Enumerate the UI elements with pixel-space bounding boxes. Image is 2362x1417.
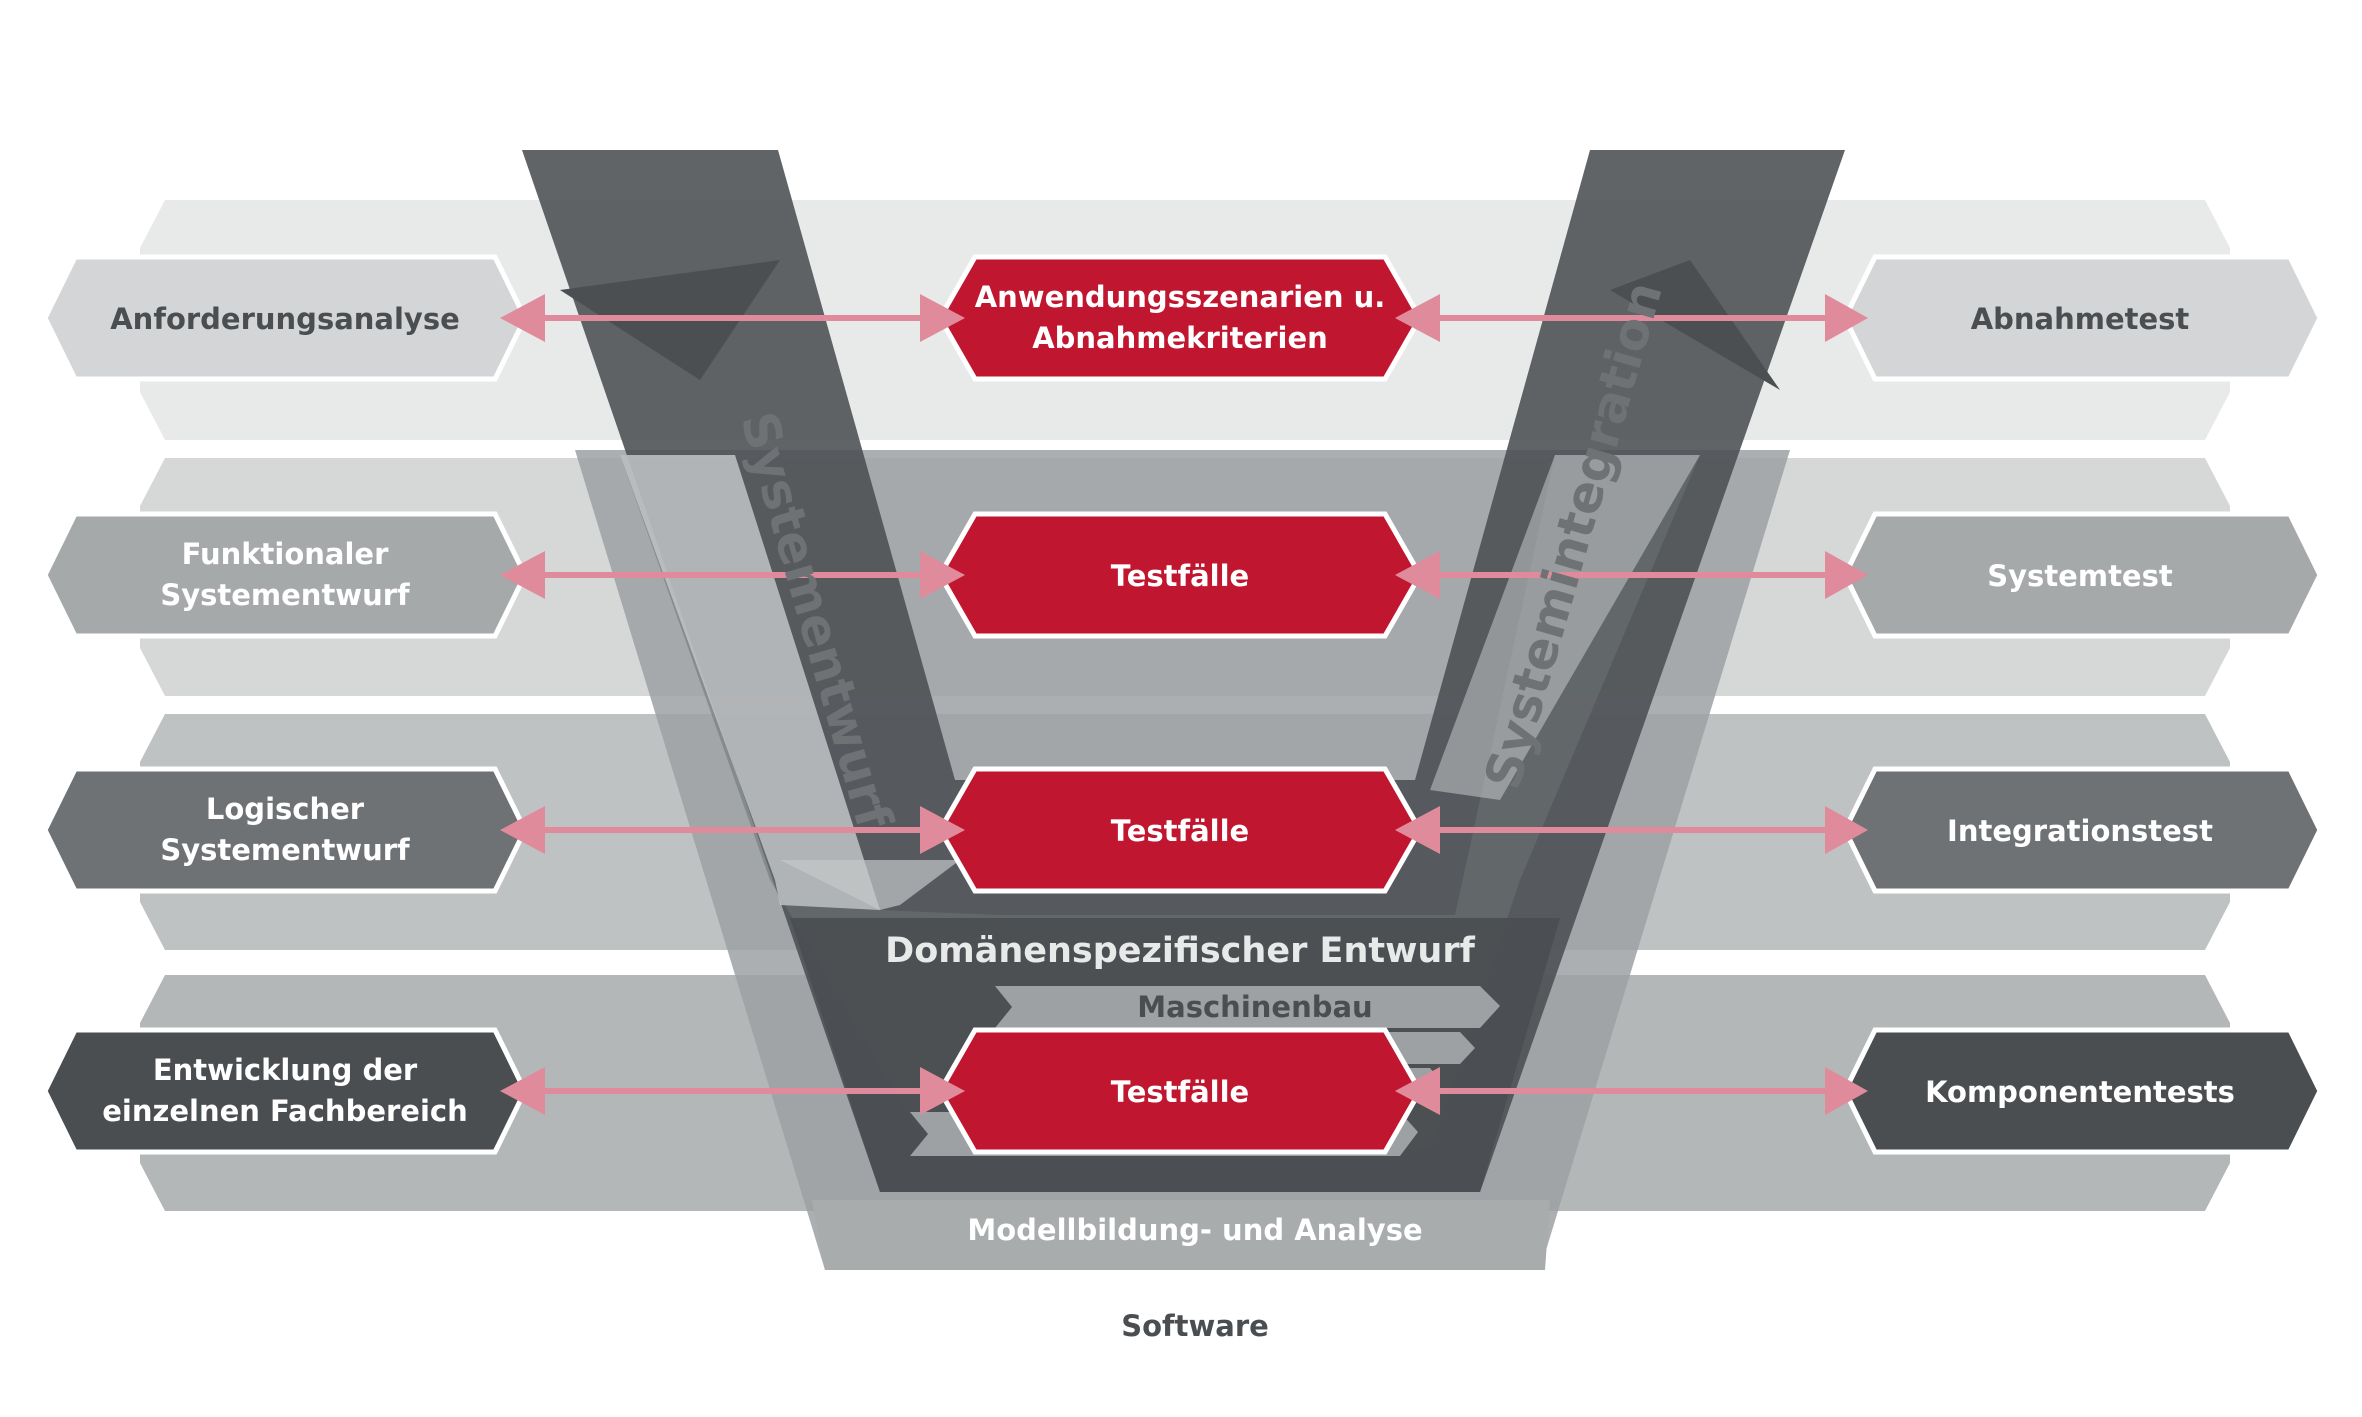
arrows bbox=[500, 294, 1868, 1115]
left-stage-3 bbox=[42, 766, 528, 894]
arrowhead bbox=[500, 1067, 545, 1115]
arrowhead bbox=[500, 551, 545, 599]
center-stage-1-label-line-2: Abnahmekriterien bbox=[1032, 321, 1328, 355]
arrowhead bbox=[1825, 806, 1868, 854]
v-right-inner-panel bbox=[1430, 455, 1700, 800]
center-stage-1-label-line-1: Anwendungsszenarien u. bbox=[975, 280, 1386, 314]
left-stage-3-label-line-2: Systementwurf bbox=[160, 833, 410, 867]
right-stage-2-label: Systemtest bbox=[1987, 559, 2173, 593]
right-stage-4-label: Komponententests bbox=[1925, 1075, 2235, 1109]
v-bottom-left-panel bbox=[780, 860, 960, 910]
left-stage-2-label-line-2: Systementwurf bbox=[160, 578, 410, 612]
domain-label: Domänenspezifischer Entwurf bbox=[885, 931, 1475, 971]
left-stage-3-label-line-1: Logischer bbox=[206, 792, 365, 826]
footer-label: Software bbox=[1121, 1309, 1269, 1343]
arrowhead bbox=[920, 551, 965, 599]
left-stage-4-label-line-2: einzelnen Fachbereich bbox=[102, 1094, 468, 1128]
center-stage-1 bbox=[937, 254, 1423, 382]
modelling-label: Modellbildung- und Analyse bbox=[967, 1213, 1422, 1247]
maschinenbau-ribbon bbox=[995, 986, 1500, 1028]
center-stage-4-label: Testfälle bbox=[1111, 1075, 1249, 1109]
v-right-fold bbox=[1610, 260, 1780, 390]
arrowhead bbox=[1395, 551, 1440, 599]
v-left-inner-panel bbox=[620, 455, 880, 910]
arrowhead bbox=[1825, 551, 1868, 599]
arrowhead bbox=[1395, 294, 1440, 342]
left-stage-2 bbox=[42, 511, 528, 639]
arrowhead bbox=[1395, 1067, 1440, 1115]
left-stage-4-label-line-1: Entwicklung der bbox=[153, 1053, 418, 1087]
sub-domain-label: Maschinenbau bbox=[1137, 990, 1372, 1024]
left-stage-1 bbox=[42, 254, 528, 382]
arrowhead bbox=[500, 294, 545, 342]
arrowhead bbox=[1825, 294, 1868, 342]
arrowhead bbox=[920, 806, 965, 854]
arrowhead bbox=[500, 806, 545, 854]
arrowhead bbox=[1395, 806, 1440, 854]
right-stage-1-label: Abnahmetest bbox=[1971, 302, 2190, 336]
left-stage-2-label-line-1: Funktionaler bbox=[182, 537, 389, 571]
arrowhead bbox=[920, 1067, 965, 1115]
center-stage-2-label: Testfälle bbox=[1111, 559, 1249, 593]
left-stage-4 bbox=[42, 1027, 528, 1155]
left-stage-1-label: Anforderungsanalyse bbox=[110, 302, 460, 336]
arrowhead bbox=[920, 294, 965, 342]
center-stage-3-label: Testfälle bbox=[1111, 814, 1249, 848]
arrowhead bbox=[1825, 1067, 1868, 1115]
modelling-bottom bbox=[812, 1200, 1550, 1270]
right-stage-3-label: Integrationstest bbox=[1947, 814, 2213, 848]
